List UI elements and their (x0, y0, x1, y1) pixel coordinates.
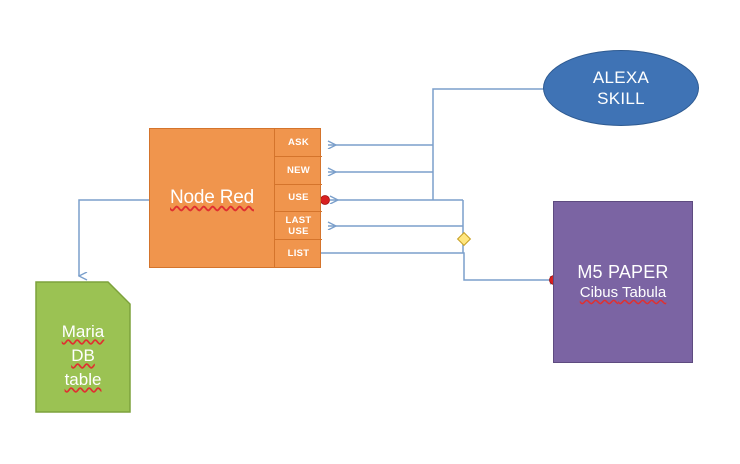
m5-paper-title: M5 PAPER (577, 262, 669, 282)
maria-db-text-block: Maria DB table (35, 281, 131, 413)
m5-paper-subtitle-word1: Cibus (579, 284, 619, 301)
node-red-cell-list[interactable]: LIST (274, 239, 322, 267)
maria-db-label-line3: table (64, 370, 102, 389)
node-red-cell-use[interactable]: USE (274, 183, 322, 212)
m5-paper-node[interactable]: M5 PAPER Cibus Tabula (553, 201, 693, 363)
midpoint-marker-diamond (456, 231, 472, 247)
wire-alexa-trunk (432, 88, 545, 200)
node-red-cell-ask[interactable]: ASK (274, 129, 322, 156)
wire-nodered-to-mariadb (79, 199, 149, 276)
node-red-cell-new[interactable]: NEW (274, 155, 322, 184)
alexa-skill-label-line2: SKILL (597, 89, 645, 108)
alexa-skill-node[interactable]: ALEXA SKILL (543, 50, 699, 126)
maria-db-label-line2: DB (71, 346, 95, 365)
node-red-body: Node Red (150, 129, 274, 267)
node-red-label: Node Red (170, 187, 254, 208)
node-red-block[interactable]: Node Red ASK NEW USE LAST USE LIST (149, 128, 322, 268)
node-red-cell-list: ASK NEW USE LAST USE LIST (274, 129, 322, 267)
m5-paper-subtitle: Cibus Tabula (580, 283, 666, 303)
alexa-skill-label-line1: ALEXA (592, 68, 650, 87)
maria-db-shape-outline (35, 281, 131, 413)
node-red-cell-last-use[interactable]: LAST USE (274, 211, 322, 240)
m5-paper-subtitle-word2: Tabula (618, 284, 667, 301)
maria-db-label-line1: Maria (61, 322, 105, 341)
maria-db-node[interactable]: Maria DB table (35, 281, 131, 413)
wire-list-to-m5 (321, 252, 550, 280)
